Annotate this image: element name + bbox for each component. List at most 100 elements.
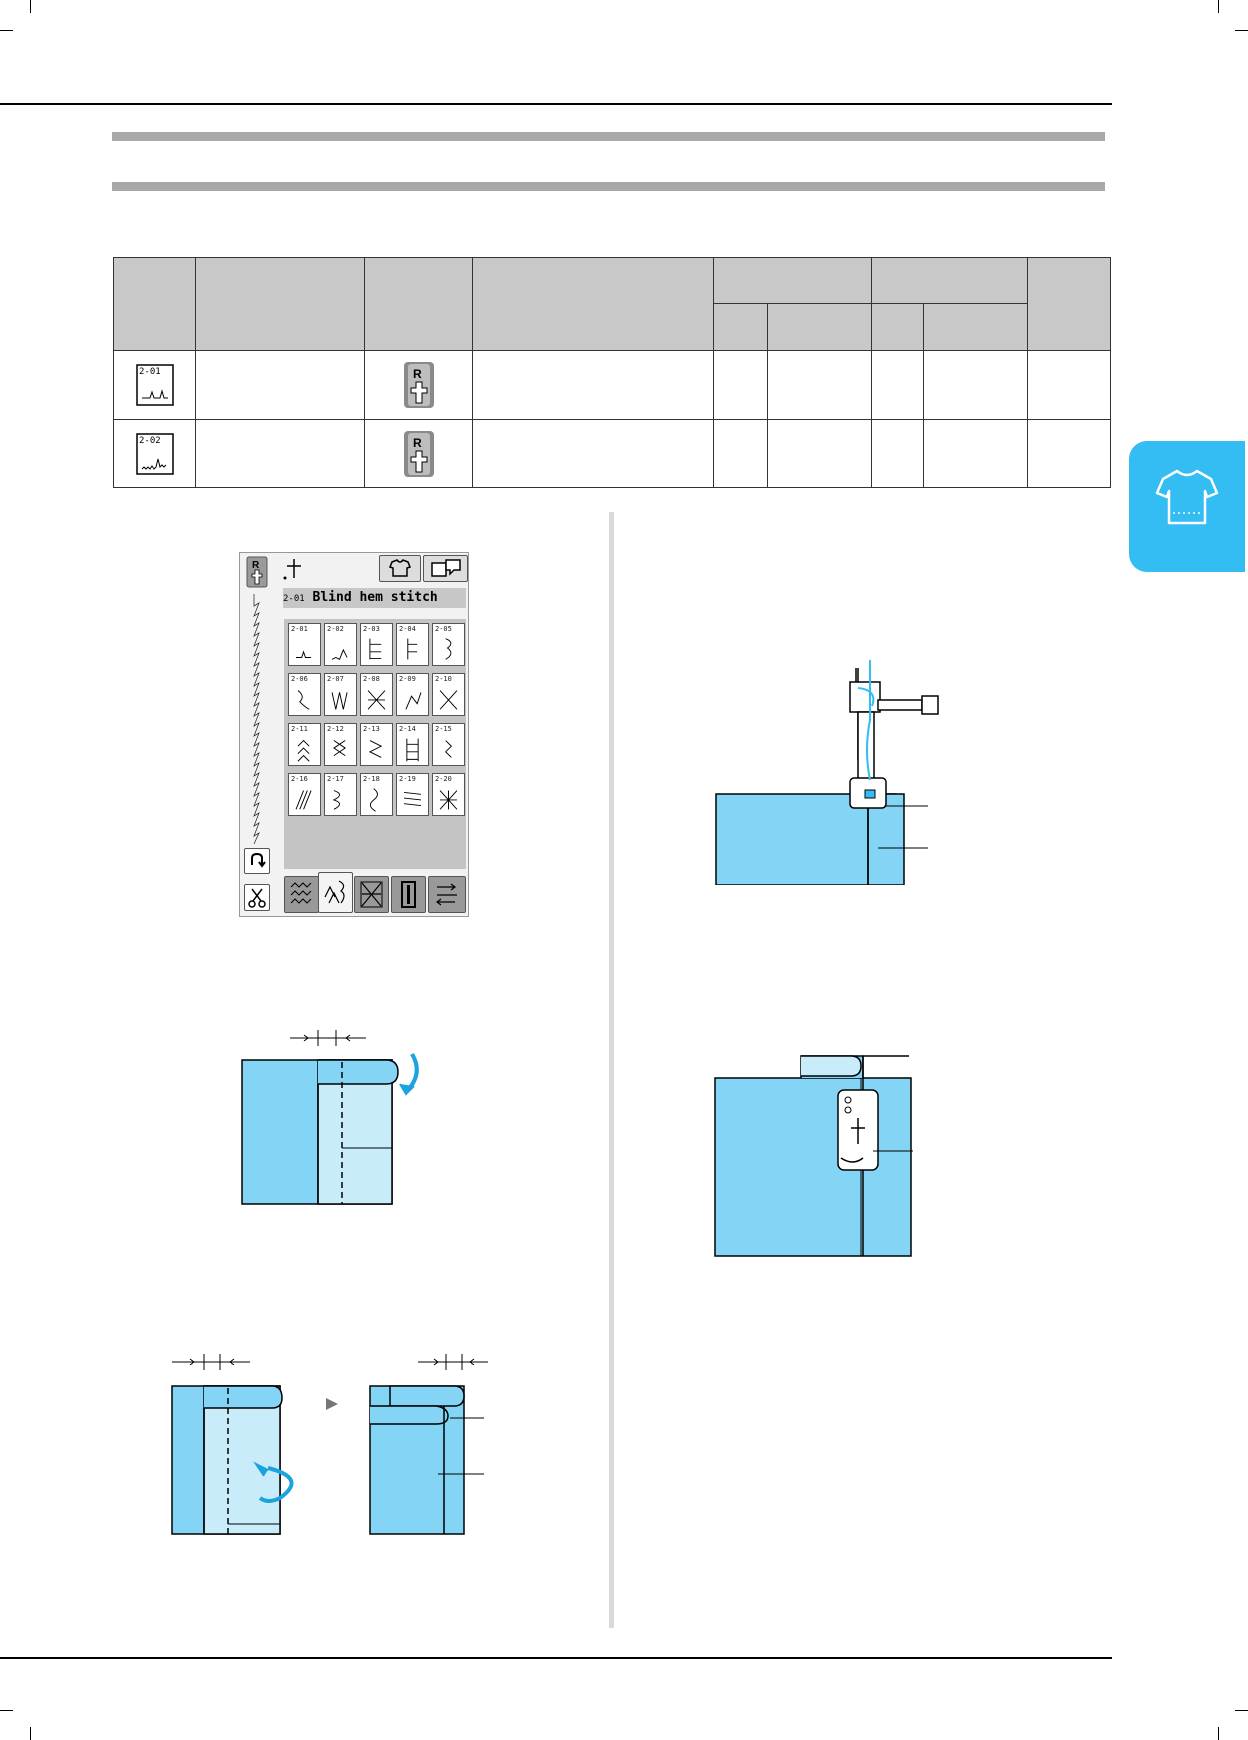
- stitch-button-2-19[interactable]: 2-19: [396, 773, 429, 816]
- stitch-button-2-17[interactable]: 2-17: [324, 773, 357, 816]
- shirt-settings-icon: [389, 559, 411, 577]
- crop-mark: [1218, 0, 1219, 13]
- tab-utility-stitches[interactable]: [284, 876, 319, 913]
- stitch-pattern-icon: [368, 740, 383, 758]
- svg-text:R: R: [252, 560, 260, 571]
- svg-text:2-01: 2-01: [139, 367, 161, 377]
- column-divider: [609, 512, 614, 1628]
- stitch-pattern-icon: [445, 740, 452, 758]
- stitch-code-label: 2-13: [363, 725, 380, 733]
- stitch-pattern-icon: [439, 790, 458, 810]
- stitch-button-2-16[interactable]: 2-16: [288, 773, 321, 816]
- stitch-code-label: 2-16: [291, 775, 308, 783]
- stitch-pattern-icon: [406, 738, 419, 762]
- stitch-button-2-15[interactable]: 2-15: [432, 723, 465, 766]
- stitch-pattern-icon: [332, 790, 341, 810]
- stitch-button-2-07[interactable]: 2-07: [324, 673, 357, 716]
- chapter-tab[interactable]: [1129, 441, 1245, 572]
- tab-buttonhole-stitches[interactable]: [391, 876, 426, 913]
- stitch-pattern-icon: [297, 739, 310, 762]
- stitch-pattern-icon: [331, 648, 348, 661]
- tab-hem-stitches[interactable]: [318, 872, 353, 913]
- crop-mark: [1218, 1727, 1219, 1740]
- garment-settings-button[interactable]: [379, 555, 421, 582]
- stitch-button-2-10[interactable]: 2-10: [432, 673, 465, 716]
- reverse-button[interactable]: [244, 848, 270, 874]
- stitch-pattern-icon: [369, 788, 378, 812]
- stitch-button-2-12[interactable]: 2-12: [324, 723, 357, 766]
- stitch-button-2-05[interactable]: 2-05: [432, 623, 465, 666]
- tab-decorative-stitches[interactable]: [354, 876, 389, 913]
- presser-foot-r-icon: R: [403, 362, 434, 408]
- stitch-pattern-icon: [295, 790, 312, 810]
- svg-text:R: R: [413, 436, 422, 450]
- stitch-button-2-13[interactable]: 2-13: [360, 723, 393, 766]
- stitch-code-label: 2-11: [291, 725, 308, 733]
- stitch-button-2-14[interactable]: 2-14: [396, 723, 429, 766]
- shirt-icon: [1155, 469, 1219, 525]
- crop-mark: [0, 30, 13, 31]
- stitch-button-2-02[interactable]: 2-02: [324, 623, 357, 666]
- table-header-row: [113, 257, 1111, 351]
- stitch-pattern-icon: [369, 638, 382, 660]
- stitch-code-label: 2-03: [363, 625, 380, 633]
- stitch-code-label: 2-02: [327, 625, 344, 633]
- stitch-2-02-icon: 2-02: [135, 432, 174, 475]
- stitch-code-label: 2-09: [399, 675, 416, 683]
- lcd-title-bar: 2-01 Blind hem stitch: [283, 588, 466, 608]
- sideways-stitch-category-icon: [436, 883, 457, 906]
- buttonhole-category-icon: [401, 881, 416, 908]
- stitch-code-label: 2-07: [327, 675, 344, 683]
- table-row: 2-01 R: [113, 350, 1111, 420]
- crop-mark: [30, 1727, 31, 1740]
- stitch-button-2-09[interactable]: 2-09: [396, 673, 429, 716]
- stitch-button-2-18[interactable]: 2-18: [360, 773, 393, 816]
- stitch-code-label: 2-20: [435, 775, 452, 783]
- stitch-code-label: 2-12: [327, 725, 344, 733]
- stitch-pattern-icon: [297, 690, 310, 710]
- stitch-code-label: 2-06: [291, 675, 308, 683]
- crop-mark: [1235, 30, 1248, 31]
- stitch-table: 2-01 R 2-02: [113, 257, 1111, 488]
- stitch-code-label: 2-05: [435, 625, 452, 633]
- table-row: 2-02 R: [113, 419, 1111, 488]
- stitch-code-label: 2-10: [435, 675, 452, 683]
- hem-stitch-category-icon: [324, 880, 345, 904]
- top-rule: [0, 103, 1112, 105]
- stitch-button-2-20[interactable]: 2-20: [432, 773, 465, 816]
- stitch-button-2-08[interactable]: 2-08: [360, 673, 393, 716]
- svg-text:R: R: [413, 367, 422, 381]
- stitch-button-2-03[interactable]: 2-03: [360, 623, 393, 666]
- crop-mark: [1235, 1710, 1248, 1711]
- stitch-code-label: 2-15: [435, 725, 452, 733]
- stitch-code-label: 2-08: [363, 675, 380, 683]
- stitch-button-2-01[interactable]: 2-01: [288, 623, 321, 666]
- stitch-2-01-icon: 2-01: [135, 364, 174, 406]
- decorative-stitch-category-icon: [360, 881, 383, 908]
- stitch-button-2-06[interactable]: 2-06: [288, 673, 321, 716]
- hem-fold-illustration: [241, 1030, 419, 1205]
- scissors-icon: [248, 888, 266, 908]
- stitch-pattern-icon: [405, 692, 422, 710]
- help-button[interactable]: [423, 555, 468, 582]
- lcd-stitch-preview: [253, 594, 260, 844]
- section-heading-band: [112, 132, 1105, 141]
- presser-foot-r-icon: R: [403, 430, 434, 477]
- stitch-pattern-icon: [296, 650, 312, 658]
- stitch-button-2-11[interactable]: 2-11: [288, 723, 321, 766]
- stitch-pattern-icon: [333, 740, 347, 756]
- crop-mark: [0, 1710, 13, 1711]
- stitch-code-label: 2-04: [399, 625, 416, 633]
- stitch-code-label: 2-18: [363, 775, 380, 783]
- stitch-pattern-icon: [403, 791, 422, 807]
- thread-cutter-button[interactable]: [244, 884, 270, 911]
- foot-on-fabric-illustration: [714, 1055, 913, 1257]
- reverse-stitch-icon: [251, 852, 266, 868]
- stitch-code-label: 2-17: [327, 775, 344, 783]
- bottom-rule: [0, 1657, 1112, 1659]
- tab-other-stitches[interactable]: [428, 876, 466, 913]
- stitch-button-2-04[interactable]: 2-04: [396, 623, 429, 666]
- stitch-code-label: 2-19: [399, 775, 416, 783]
- needle-position-icon: [283, 559, 301, 580]
- subsection-heading-band: [112, 182, 1105, 191]
